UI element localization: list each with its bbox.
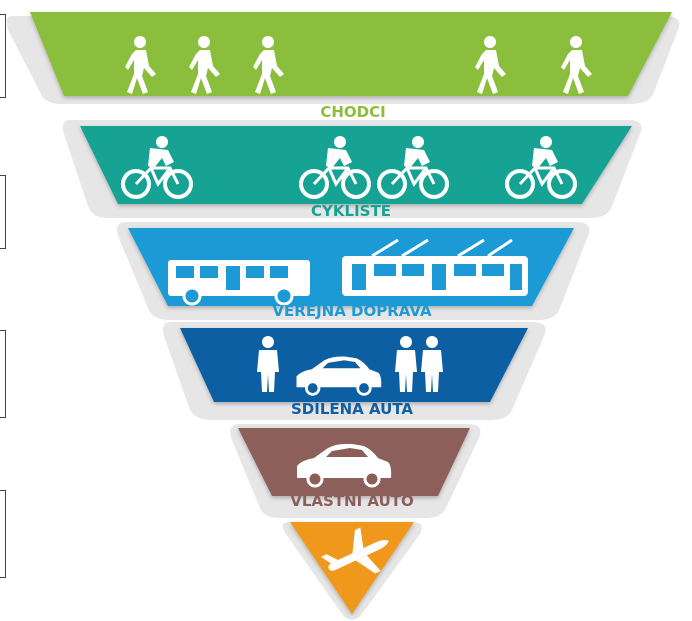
label-vlastni-auto: VLASTNÍ AUTO xyxy=(290,491,413,510)
band-letadlo xyxy=(290,522,414,614)
airplane-icon xyxy=(321,527,389,574)
level-cyklisté: CYKLISTÉ xyxy=(62,120,642,220)
label-sdilena-auta: SDÍLENÁ AUTA xyxy=(291,399,413,418)
public-transport-icon xyxy=(168,238,528,306)
band-cyklisté xyxy=(80,126,632,204)
label-cyklisté: CYKLISTÉ xyxy=(311,201,391,220)
level-sdilena-auta: SDÍLENÁ AUTA xyxy=(163,322,546,420)
left-frame-1 xyxy=(0,14,6,98)
level-letadlo xyxy=(282,522,422,620)
label-verejna-doprava: VEŘEJNÁ DOPRAVA xyxy=(272,301,432,320)
left-frame-2 xyxy=(0,175,6,249)
label-chodci: CHODCI xyxy=(320,103,385,121)
level-verejna-doprava: VEŘEJNÁ DOPRAVA xyxy=(117,222,590,320)
band-chodci xyxy=(30,12,672,96)
left-frame-3 xyxy=(0,330,6,418)
level-chodci: CHODCI xyxy=(6,12,680,121)
left-frame-4 xyxy=(0,490,6,578)
level-vlastni-auto: VLASTNÍ AUTO xyxy=(230,424,481,518)
